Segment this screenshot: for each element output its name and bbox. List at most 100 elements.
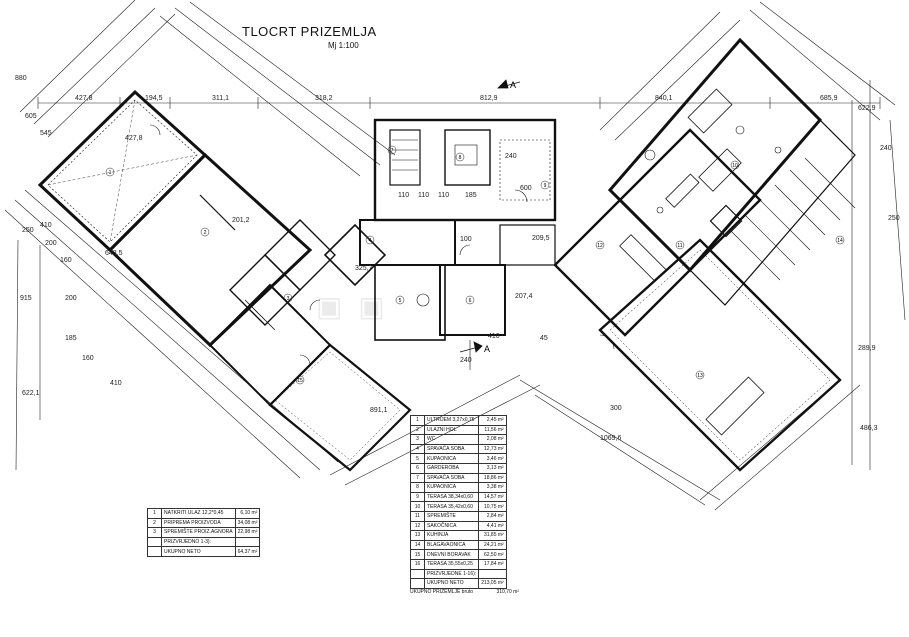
dimension-label: 160	[82, 355, 94, 362]
dimension-label: 100	[460, 236, 472, 243]
legend-area: 31,85 m²	[478, 530, 507, 541]
legend-area: 18,86 m²	[478, 472, 507, 484]
room-marker-circle	[695, 370, 705, 380]
dimension-label: 311,1	[212, 95, 229, 102]
room-number: 5	[399, 298, 402, 304]
dimension-label: 289,9	[858, 345, 876, 352]
room-marker-circle	[730, 160, 740, 170]
dimension-label: 200	[65, 295, 77, 302]
room-marker-circle	[455, 152, 465, 162]
room-number: 1	[109, 170, 112, 176]
dimension-label: 605	[25, 113, 37, 120]
plan-scale: Mj 1:100	[328, 41, 359, 50]
dimension-label: 427,8	[75, 95, 93, 102]
legend-area: 24,21 m²	[478, 539, 507, 551]
legend-num: 9	[410, 491, 425, 503]
legend-area: 4,41 m²	[478, 520, 507, 532]
section-marker-top: A	[510, 80, 516, 90]
legend-row: PRIZVRJEDNO 1-3):	[147, 536, 261, 548]
legend-num: 3	[410, 434, 425, 445]
plan-title: TLOCRT PRIZEMLJA	[242, 24, 377, 39]
legend-name: SAKOČNICA	[423, 520, 480, 532]
room-marker-circle	[283, 293, 293, 303]
dimension-label: 160	[60, 257, 72, 264]
legend-name: TERASA 35,42x0,60	[423, 501, 480, 512]
legend-row: PRIZVRJEDNE 1-16):	[410, 568, 507, 580]
legend-name: ULTRIJEM 3,27x0,75	[423, 415, 480, 426]
dimension-label: 250	[22, 227, 34, 234]
legend-num: 16	[410, 558, 425, 570]
legend-name: TERASA 38,34x0,60	[423, 491, 480, 503]
legend-num: 11	[410, 510, 425, 522]
dimension-label: 880	[15, 75, 27, 82]
room-marker-circle	[595, 240, 605, 250]
dimension-label: 318,2	[315, 95, 333, 102]
legend-area	[478, 568, 507, 580]
legend-area: 64,37 m²	[234, 546, 261, 557]
legend-name: SPAVAĆA SOBA	[423, 443, 480, 455]
legend-area: 10,75 m²	[478, 501, 507, 512]
legend-area: 62,50 m²	[478, 549, 507, 560]
legend-name: TERASA 35,55x0,25	[423, 558, 480, 570]
room-number: 9	[544, 183, 547, 189]
room-number: 15	[297, 378, 303, 384]
legend-area	[234, 536, 261, 548]
legend-num: 8	[410, 482, 425, 493]
room-number: 11	[677, 243, 682, 249]
dimension-label: 110	[418, 192, 429, 199]
total-value: 310,70 m²	[496, 589, 519, 595]
legend-num: 2	[147, 517, 162, 529]
legend-num: 3	[147, 527, 162, 538]
legend-name: BLAGAVAONICA	[423, 539, 480, 551]
dimension-label: 427,8	[125, 135, 143, 142]
legend-name: PRIZVRJEDNO 1-3):	[161, 536, 236, 548]
legend-name: SPREMIŠTE PROIZ.AGNORA	[161, 527, 236, 538]
room-number: 10	[732, 163, 738, 169]
legend-name: KUPAONICA	[423, 453, 480, 464]
room-marker-circle	[387, 145, 397, 155]
legend-area: 22,98 m²	[234, 527, 261, 538]
legend-num: 1	[410, 415, 425, 426]
dimension-label: 207,4	[515, 293, 533, 300]
dimension-label: 325,7	[355, 265, 373, 272]
dimension-label: 240	[505, 153, 517, 160]
dimension-label: 240	[460, 357, 472, 364]
dimension-label: 200	[45, 240, 57, 247]
dimension-label: 915	[20, 295, 32, 302]
legend-num: 5	[410, 453, 425, 464]
legend-num	[147, 546, 162, 557]
legend-name: PRIZVRJEDNE 1-16):	[423, 568, 480, 580]
legend-num: 13	[410, 530, 425, 541]
dimension-label: 185	[65, 335, 77, 342]
dimension-label: 891,1	[370, 407, 388, 414]
legend-name: KUHINJA	[423, 530, 480, 541]
room-number: 13	[697, 373, 703, 379]
room-marker-circle	[105, 167, 115, 177]
legend-area: 17,84 m²	[478, 558, 507, 570]
legend-num: 14	[410, 539, 425, 551]
dimension-label: 622,1	[22, 390, 40, 397]
dimension-label: 110	[398, 192, 409, 199]
dimension-label: 1069,6	[600, 435, 622, 442]
legend-name: SPAVAĆA SOBA	[423, 472, 480, 484]
legend-area: 11,56 m²	[478, 424, 507, 436]
room-marker-circle	[395, 295, 405, 305]
legend-num: 12	[410, 520, 425, 532]
legend-area: 213,05 m²	[478, 578, 507, 589]
dimension-label: 840,1	[655, 95, 673, 102]
